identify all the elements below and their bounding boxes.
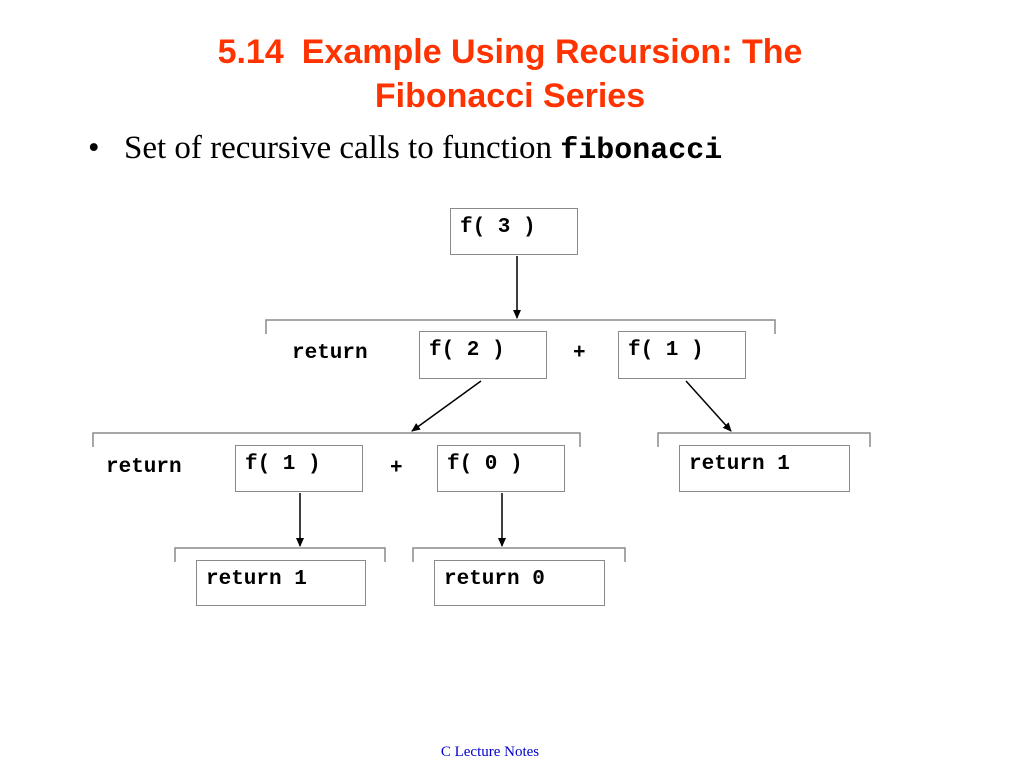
node-f0: f( 0 ) — [437, 445, 565, 492]
title-line-1: 5.14 Example Using Recursion: The — [120, 30, 900, 74]
bullet-icon: • — [88, 130, 100, 166]
bracket-level3-right — [412, 547, 626, 562]
bullet-text: Set of recursive calls to function — [124, 130, 561, 166]
node-f1-level2: f( 1 ) — [235, 445, 363, 492]
level2-plus: + — [390, 457, 403, 480]
bracket-level3-left — [174, 547, 386, 562]
title-line-2: Fibonacci Series — [374, 77, 646, 115]
title-text-1: Example Using Recursion: The — [301, 33, 803, 71]
level1-plus: + — [573, 342, 586, 365]
node-return1-level2: return 1 — [679, 445, 850, 492]
arrow-f1-to-return1 — [685, 380, 732, 432]
node-return1-level3: return 1 — [196, 560, 366, 606]
node-f2: f( 2 ) — [419, 331, 547, 379]
bullet-point: • Set of recursive calls to function fibo… — [88, 130, 722, 168]
bracket-level2-left — [92, 432, 581, 447]
level1-return-keyword: return — [292, 342, 368, 365]
slide-title: 5.14 Example Using Recursion: The Fibonac… — [120, 30, 900, 118]
bullet-code: fibonacci — [560, 134, 723, 168]
node-f3: f( 3 ) — [450, 208, 578, 255]
level2-return-keyword: return — [106, 456, 182, 479]
bracket-level2-right — [657, 432, 871, 447]
bracket-level1 — [265, 319, 776, 334]
node-return0-level3: return 0 — [434, 560, 605, 606]
arrow-f2-to-level2 — [411, 380, 482, 432]
node-f1-level1: f( 1 ) — [618, 331, 746, 379]
title-number: 5.14 — [217, 33, 284, 71]
slide-footer: C Lecture Notes — [440, 744, 540, 760]
